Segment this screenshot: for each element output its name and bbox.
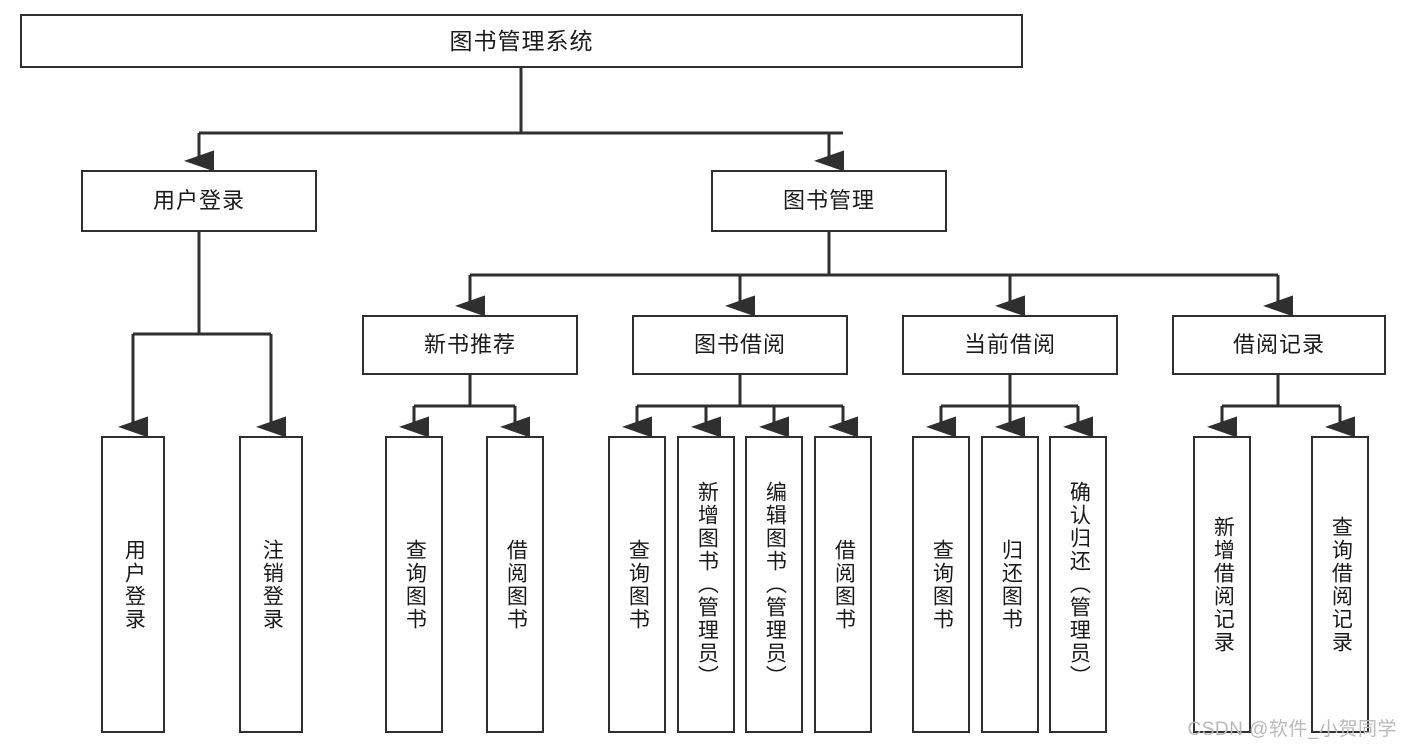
node-label: 编辑图书（管理员）: [763, 481, 787, 688]
node-label: 借阅图书: [832, 538, 856, 631]
node-label: 借阅图书: [504, 538, 528, 631]
node-label: 用户登录: [122, 538, 146, 631]
node-borrow-record[interactable]: 借阅记录: [1172, 315, 1386, 375]
node-label: 图书管理: [782, 188, 875, 214]
node-label: 新书推荐: [423, 332, 516, 358]
leaf-borrow-query-book[interactable]: 查询图书: [608, 436, 666, 733]
node-book-management[interactable]: 图书管理: [711, 170, 947, 232]
node-root-system[interactable]: 图书管理系统: [20, 14, 1023, 68]
node-new-book-recommend[interactable]: 新书推荐: [362, 315, 578, 375]
node-current-borrow[interactable]: 当前借阅: [902, 315, 1118, 375]
node-label: 新增图书（管理员）: [695, 481, 719, 688]
node-user-login[interactable]: 用户登录: [81, 170, 317, 232]
node-label: 查询图书: [930, 538, 954, 631]
csdn-watermark: CSDN @软件_小贺同学: [1187, 719, 1397, 740]
node-label: 归还图书: [999, 538, 1023, 631]
node-label: 查询图书: [403, 538, 427, 631]
node-label: 新增借阅记录: [1211, 515, 1235, 654]
node-label: 图书借阅: [693, 332, 786, 358]
node-label: 借阅记录: [1232, 332, 1325, 358]
leaf-record-query-record[interactable]: 查询借阅记录: [1311, 436, 1369, 733]
leaf-user-logout[interactable]: 注销登录: [239, 436, 303, 733]
leaf-recommend-query-book[interactable]: 查询图书: [385, 436, 443, 733]
node-label: 查询借阅记录: [1329, 515, 1353, 654]
leaf-record-add-record[interactable]: 新增借阅记录: [1193, 436, 1251, 733]
leaf-current-return-book[interactable]: 归还图书: [981, 436, 1039, 733]
node-label: 用户登录: [152, 188, 245, 214]
leaf-recommend-borrow-book[interactable]: 借阅图书: [486, 436, 544, 733]
leaf-current-confirm-return-admin[interactable]: 确认归还（管理员）: [1049, 436, 1107, 733]
leaf-borrow-edit-book-admin[interactable]: 编辑图书（管理员）: [745, 436, 803, 733]
leaf-user-login[interactable]: 用户登录: [101, 436, 165, 733]
node-label: 当前借阅: [963, 332, 1056, 358]
leaf-borrow-borrow-book[interactable]: 借阅图书: [814, 436, 872, 733]
node-label: 确认归还（管理员）: [1067, 481, 1091, 688]
node-book-borrow[interactable]: 图书借阅: [632, 315, 848, 375]
node-label: 查询图书: [626, 538, 650, 631]
leaf-borrow-add-book-admin[interactable]: 新增图书（管理员）: [677, 436, 735, 733]
node-label: 注销登录: [260, 538, 284, 631]
node-label: 图书管理系统: [449, 27, 594, 54]
leaf-current-query-book[interactable]: 查询图书: [912, 436, 970, 733]
